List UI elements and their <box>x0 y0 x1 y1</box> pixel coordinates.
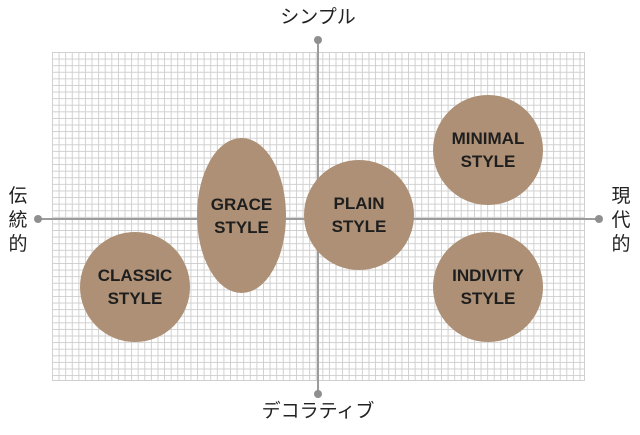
style-bubble-classic: CLASSIC STYLE <box>80 232 190 342</box>
style-name: PLAIN <box>333 194 385 213</box>
style-suffix: STYLE <box>460 289 516 308</box>
axis-endpoint-left <box>34 215 42 223</box>
style-name: INDIVITY <box>452 266 524 285</box>
axis-label-simple: シンプル <box>280 6 356 28</box>
style-name: CLASSIC <box>97 266 173 285</box>
axis-endpoint-right <box>595 215 603 223</box>
axis-label-modern: 現代的 <box>611 185 631 255</box>
style-bubble-minimal: MINIMAL STYLE <box>433 95 543 205</box>
style-name: GRACE <box>210 194 273 214</box>
axis-endpoint-top <box>314 36 322 44</box>
style-suffix: STYLE <box>331 217 387 236</box>
style-name: MINIMAL <box>451 129 525 148</box>
axis-label-decorative: デコラティブ <box>261 400 375 422</box>
axis-label-traditional: 伝統的 <box>8 185 28 255</box>
style-bubble-indivity: INDIVITY STYLE <box>433 232 543 342</box>
style-suffix: STYLE <box>107 289 163 308</box>
style-bubble-plain: PLAIN STYLE <box>304 160 414 270</box>
style-bubble-grace: GRACE STYLE <box>197 138 286 293</box>
style-suffix: STYLE <box>460 152 516 171</box>
style-suffix: STYLE <box>214 217 269 237</box>
axis-endpoint-bottom <box>314 390 322 398</box>
